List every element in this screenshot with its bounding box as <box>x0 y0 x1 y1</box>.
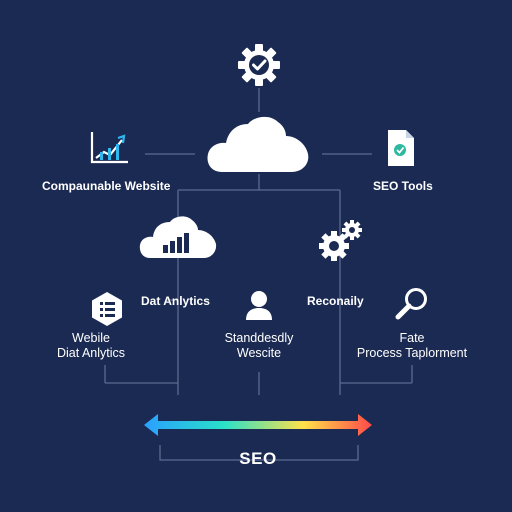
document-icon <box>388 130 414 166</box>
user-icon <box>246 291 272 320</box>
gear-check-icon <box>238 44 280 86</box>
list-label-line1: Webile <box>72 331 110 345</box>
analytics-label: Dat Anlytics <box>141 294 210 308</box>
cloud-icon <box>207 116 309 172</box>
cloud-bar-chart-icon <box>139 216 217 258</box>
seo-gradient-arrow <box>144 414 372 436</box>
hexagon-list-icon <box>92 292 122 326</box>
magnifier-icon <box>395 288 427 320</box>
right-top-label: SEO Tools <box>373 179 433 193</box>
search-label-line1: Fate <box>399 331 425 345</box>
list-label-line2: Diat Anlytics <box>56 346 126 360</box>
search-label-line2: Process Taplorment <box>356 346 468 360</box>
gears-label: Reconaily <box>307 294 364 308</box>
gears-icon <box>319 220 362 261</box>
chart-arrow-icon <box>90 132 128 164</box>
user-label-line2: Wescite <box>236 346 282 360</box>
user-label-line1: Standdesdly <box>224 331 294 345</box>
seo-label: SEO <box>239 449 277 468</box>
left-top-label: Compaunable Website <box>42 179 171 193</box>
